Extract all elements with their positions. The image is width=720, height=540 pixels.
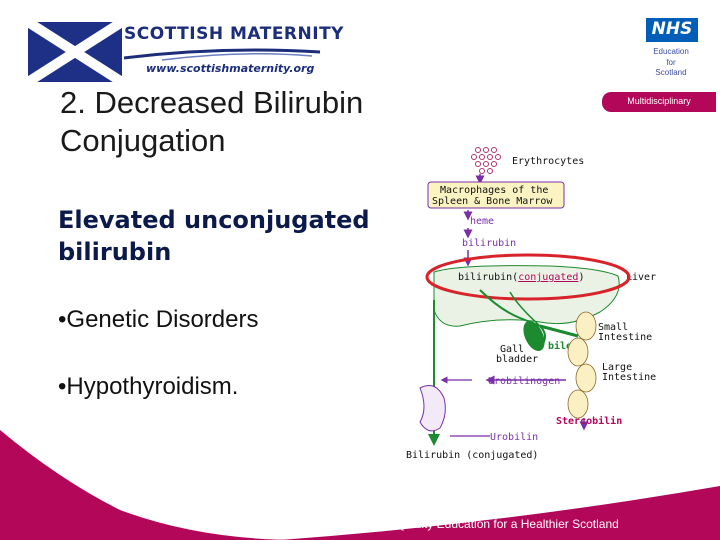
label-bilirubin-conjugated-prefix: bilirubin(: [458, 272, 518, 283]
label-liver: Liver: [626, 272, 656, 283]
bullet-hypothyroidism: •Hypothyroidism.: [58, 373, 239, 400]
liver-shape: [433, 265, 620, 327]
label-bilirubin: bilirubin: [462, 238, 516, 249]
label-bilirubin-conjugated-word: conjugated: [518, 272, 578, 283]
slide-subtitle-line1: Elevated unconjugated: [58, 206, 370, 234]
label-macrophages-line1: Macrophages of the: [440, 185, 548, 196]
label-gall-bladder-2: bladder: [496, 354, 538, 365]
label-stercobilin: Stercobilin: [556, 415, 622, 427]
label-gall-bladder-1: Gall: [500, 344, 524, 355]
slide-subtitle: Elevated unconjugated bilirubin: [58, 204, 398, 268]
label-macrophages-line2: Spleen & Bone Marrow: [432, 196, 553, 207]
footer-swoosh: [0, 430, 720, 540]
footer-text: Quality Education for a Healthier Scotla…: [396, 517, 619, 531]
label-heme: heme: [470, 216, 494, 227]
slide-subtitle-line2: bilirubin: [58, 238, 172, 266]
nhs-logo-mark: NHS: [651, 19, 693, 39]
label-large-intestine-1: Large: [602, 362, 632, 373]
label-bile: bile: [548, 340, 572, 352]
label-small-intestine-1: Small: [598, 322, 628, 333]
slide-title-line1: 2. Decreased Bilirubin: [60, 85, 364, 120]
label-bilirubin-conjugated: bilirubin(conjugated): [458, 272, 584, 283]
label-large-intestine-2: Intestine: [602, 372, 656, 383]
nhs-logo-line2: for: [666, 58, 676, 67]
category-badge-label: Multidisciplinary: [627, 96, 691, 106]
category-badge: [602, 92, 716, 112]
brand-name: SCOTTISH MATERNITY: [124, 24, 344, 44]
nhs-logo-line1: Education: [653, 47, 689, 56]
label-small-intestine-2: Intestine: [598, 332, 652, 343]
label-bilirubin-conjugated-suffix: ): [578, 272, 584, 283]
scottish-flag-icon: [28, 22, 122, 82]
brand-url: www.scottishmaternity.org: [146, 62, 315, 75]
slide-title: 2. Decreased Bilirubin Conjugation: [60, 84, 440, 160]
label-bilirubin-urine: Bilirubin (conjugated): [406, 450, 538, 461]
bilirubin-metabolism-diagram: Erythrocytes Macrophages of the Spleen &…: [406, 147, 656, 461]
macrophages-box: [427, 181, 565, 209]
bullet-genetic-disorders: •Genetic Disorders: [58, 306, 259, 333]
kidney-icon: [419, 385, 446, 432]
erythrocyte-cluster-icon: [471, 147, 501, 174]
nhs-logo-box: [646, 18, 698, 42]
label-urobilin: Urobilin: [490, 432, 538, 443]
small-intestine-shape: [567, 311, 597, 419]
label-urobilinogen: Urobilinogen: [488, 376, 560, 387]
nhs-logo-line3: Scotland: [655, 68, 687, 77]
label-erythrocytes: Erythrocytes: [512, 156, 584, 167]
slide-title-line2: Conjugation: [60, 123, 226, 158]
gall-bladder-shape: [523, 321, 545, 351]
brand-underline-swoosh: [123, 48, 321, 61]
highlight-ellipse: [425, 253, 631, 301]
